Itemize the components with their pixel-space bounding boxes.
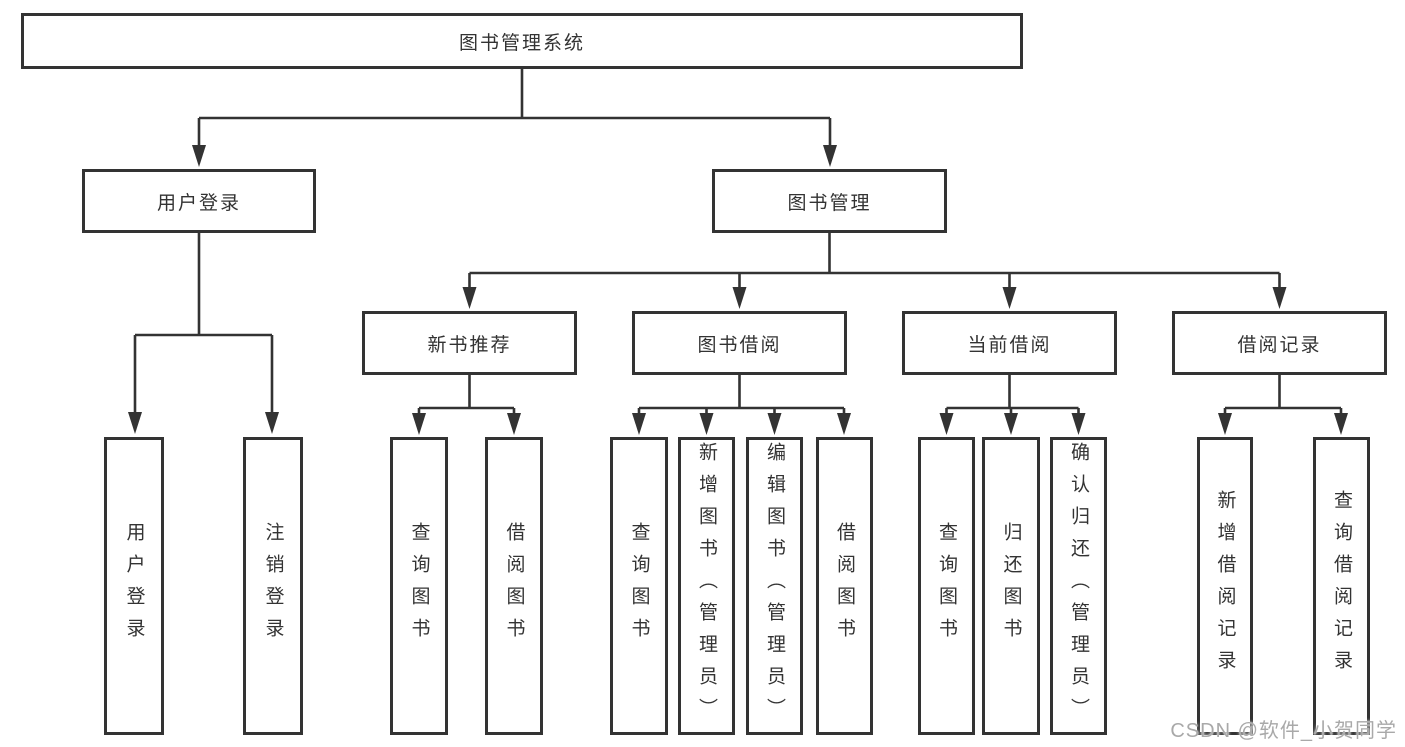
leaf-label: 确认归还（管理员） bbox=[1068, 442, 1089, 730]
node-label: 图书借阅 bbox=[697, 334, 782, 356]
leaf-label: 查询图书 bbox=[628, 522, 650, 650]
node-book-management: 图书管理 bbox=[712, 169, 947, 233]
node-borrow-records: 借阅记录 bbox=[1172, 311, 1387, 375]
node-current-borrow: 当前借阅 bbox=[902, 311, 1117, 375]
leaf-return-book: 归还图书 bbox=[982, 437, 1040, 735]
leaf-label: 查询图书 bbox=[936, 522, 957, 650]
leaf-add-book-admin: 新增图书（管理员） bbox=[678, 437, 735, 735]
leaf-query-borrow-record: 查询借阅记录 bbox=[1313, 437, 1370, 735]
node-book-borrow: 图书借阅 bbox=[632, 311, 847, 375]
leaf-label: 新增图书（管理员） bbox=[696, 442, 717, 730]
node-label: 借阅记录 bbox=[1237, 334, 1322, 356]
node-label: 图书管理 bbox=[787, 192, 872, 214]
leaf-logout: 注销登录 bbox=[243, 437, 303, 735]
leaf-label: 归还图书 bbox=[1000, 522, 1022, 650]
leaf-label: 借阅图书 bbox=[834, 522, 855, 650]
leaf-add-borrow-record: 新增借阅记录 bbox=[1197, 437, 1253, 735]
leaf-label: 查询借阅记录 bbox=[1331, 490, 1352, 682]
leaf-label: 用户登录 bbox=[123, 522, 145, 650]
leaf-user-login: 用户登录 bbox=[104, 437, 164, 735]
node-label: 新书推荐 bbox=[427, 334, 512, 356]
leaf-confirm-return-admin: 确认归还（管理员） bbox=[1050, 437, 1107, 735]
leaf-edit-book-admin: 编辑图书（管理员） bbox=[746, 437, 803, 735]
leaf-label: 注销登录 bbox=[262, 522, 284, 650]
leaf-label: 编辑图书（管理员） bbox=[764, 442, 785, 730]
node-new-book-recommend: 新书推荐 bbox=[362, 311, 577, 375]
leaf-label: 查询图书 bbox=[408, 522, 430, 650]
node-user-login: 用户登录 bbox=[82, 169, 316, 233]
watermark: CSDN @软件_小贺同学 bbox=[1170, 720, 1397, 742]
node-system-root: 图书管理系统 bbox=[21, 13, 1023, 69]
leaf-label: 新增借阅记录 bbox=[1214, 490, 1236, 682]
leaf-query-book-recommend: 查询图书 bbox=[390, 437, 448, 735]
leaf-query-book-borrow: 查询图书 bbox=[610, 437, 668, 735]
leaf-label: 借阅图书 bbox=[503, 522, 525, 650]
leaf-borrow-book-recommend: 借阅图书 bbox=[485, 437, 543, 735]
node-label: 用户登录 bbox=[156, 192, 241, 214]
node-label: 当前借阅 bbox=[967, 334, 1052, 356]
leaf-query-book-current: 查询图书 bbox=[918, 437, 975, 735]
leaf-borrow-book: 借阅图书 bbox=[816, 437, 873, 735]
node-label: 图书管理系统 bbox=[458, 32, 585, 54]
